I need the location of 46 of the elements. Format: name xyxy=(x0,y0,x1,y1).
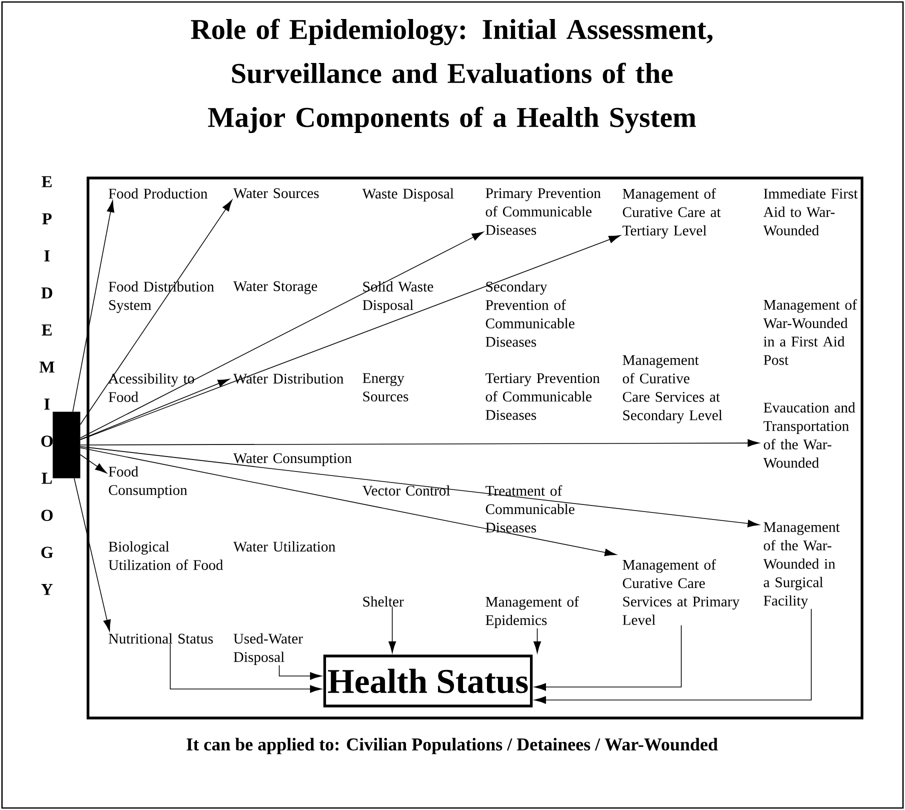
arrow xyxy=(534,628,542,654)
factor-label: Secondary Prevention of Communicable Diseases xyxy=(486,281,574,347)
arrow xyxy=(72,200,114,412)
factor-label: Water Utilization xyxy=(233,541,336,552)
arrow xyxy=(80,232,484,438)
arrow xyxy=(534,608,812,704)
vertical-label: EPIDEMIOLOGY xyxy=(39,176,54,595)
arrow xyxy=(278,664,322,680)
factor-label: Energy Sources xyxy=(362,373,408,402)
factor-label: Management of the War-Wounded in a Surgical Facility xyxy=(763,522,840,609)
arrow xyxy=(534,624,682,691)
factor-label: Acessibility to Food xyxy=(108,373,194,402)
factor-label: Management of Curative Care Services at Secondary Level xyxy=(622,355,722,424)
arrow xyxy=(80,447,616,556)
factor-label: Water Consumption xyxy=(233,453,352,466)
arrow xyxy=(80,454,107,474)
factor-label: Management of Epidemics xyxy=(486,596,579,628)
caption: It can be applied to: Civilian Populations / Detainees / War-Wounded xyxy=(186,738,718,754)
title: Role of Epidemiology: Initial Assessment, Surveillance and Evaluations of the Major Components of a Health System xyxy=(190,18,712,134)
factor-label: Food Production xyxy=(108,188,208,199)
factor-label: Tertiary Prevention of Communicable Diseases xyxy=(486,373,600,420)
factor-label: Treatment of Communicable Diseases xyxy=(486,485,574,533)
factor-label: Management of Curative Care at Tertiary Level xyxy=(622,188,721,239)
arrow xyxy=(74,478,111,632)
factor-label: Waste Disposal xyxy=(362,188,454,202)
arrow xyxy=(80,446,760,528)
arrow xyxy=(388,606,396,654)
factor-label: Used-Water Disposal xyxy=(234,633,303,665)
factor-label: Nutritional Status xyxy=(108,633,213,644)
arrow xyxy=(170,643,322,693)
factor-label: Biological Utilization of Food xyxy=(108,541,223,570)
factor-label: Food Consumption xyxy=(108,466,188,498)
arrow xyxy=(80,200,232,426)
arrow xyxy=(80,439,760,447)
factor-label: Primary Prevention of Communicable Diseases xyxy=(486,188,601,235)
factor-label: Management of War-Wounded in a First Aid Post xyxy=(763,299,857,365)
factor-label: Water Sources xyxy=(233,188,319,198)
outcome-box: Health Status xyxy=(323,654,533,708)
factor-label: Water Storage xyxy=(233,281,318,294)
arrow xyxy=(80,235,620,440)
arrow xyxy=(80,378,230,440)
factor-label: Vector Control xyxy=(362,485,450,496)
factor-label: Management of Curative Care Services at Primary Level xyxy=(622,559,740,625)
factor-label: Immediate First Aid to War-Wounded xyxy=(763,188,858,236)
factor-label: Shelter xyxy=(363,596,404,607)
factor-label: Evaucation and Transportation of the War-Wounded xyxy=(763,402,856,468)
